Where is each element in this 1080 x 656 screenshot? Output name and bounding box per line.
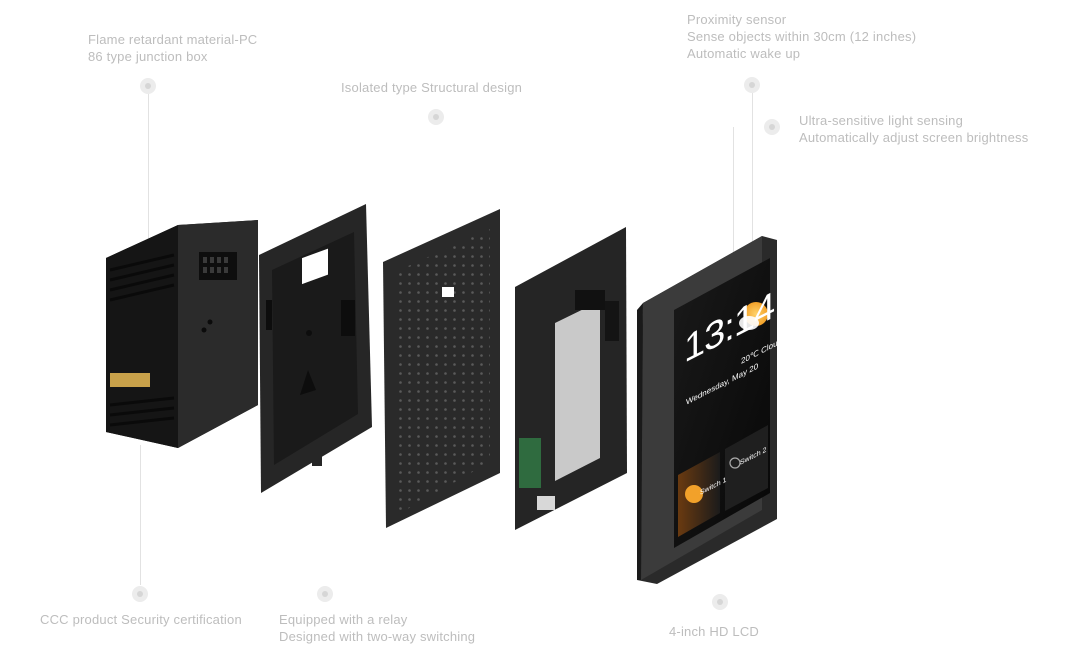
callout-light-sensing-line-2: Automatically adjust screen brightness	[799, 130, 1029, 145]
callout-leader	[140, 445, 141, 585]
callout-leader	[733, 127, 734, 277]
callout-dot	[744, 77, 760, 93]
callout-leader	[148, 94, 149, 244]
callout-dot	[428, 109, 444, 125]
pcb-board-part	[515, 227, 627, 530]
callout-relay: Equipped with a relay Designed with two-…	[279, 611, 475, 645]
mounting-plate-part	[259, 204, 372, 493]
front-panel-part	[637, 236, 777, 584]
callout-lcd: 4-inch HD LCD	[669, 623, 759, 640]
callout-light-sensing-line-1: Ultra-sensitive light sensing	[799, 113, 964, 128]
callout-lcd-line-1: 4-inch HD LCD	[669, 624, 760, 639]
callout-light-sensing: Ultra-sensitive light sensing Automatica…	[799, 112, 1028, 146]
callout-dot	[712, 594, 728, 610]
callout-junction-box-line-2: 86 type junction box	[88, 49, 208, 64]
callout-leader	[752, 93, 753, 243]
callout-junction-box: Flame retardant material-PC 86 type junc…	[88, 31, 257, 65]
callout-relay-line-2: Designed with two-way switching	[279, 629, 476, 644]
junction-box-part	[106, 220, 258, 448]
callout-relay-line-1: Equipped with a relay	[279, 612, 408, 627]
callout-proximity: Proximity sensor Sense objects within 30…	[687, 11, 916, 62]
callout-structural: Isolated type Structural design	[341, 79, 522, 96]
callout-junction-box-line-1: Flame retardant material-PC	[88, 32, 258, 47]
callout-ccc: CCC product Security certification	[40, 611, 242, 628]
callout-dot	[764, 119, 780, 135]
callout-proximity-line-2: Sense objects within 30cm (12 inches)	[687, 29, 917, 44]
callout-dot	[317, 586, 333, 602]
callout-ccc-line-1: CCC product Security certification	[40, 612, 242, 627]
callout-proximity-line-3: Automatic wake up	[687, 46, 801, 61]
callout-dot	[132, 586, 148, 602]
isolation-plate-part	[383, 209, 500, 528]
callout-proximity-line-1: Proximity sensor	[687, 12, 787, 27]
callout-dot	[140, 78, 156, 94]
callout-structural-line-1: Isolated type Structural design	[341, 80, 523, 95]
